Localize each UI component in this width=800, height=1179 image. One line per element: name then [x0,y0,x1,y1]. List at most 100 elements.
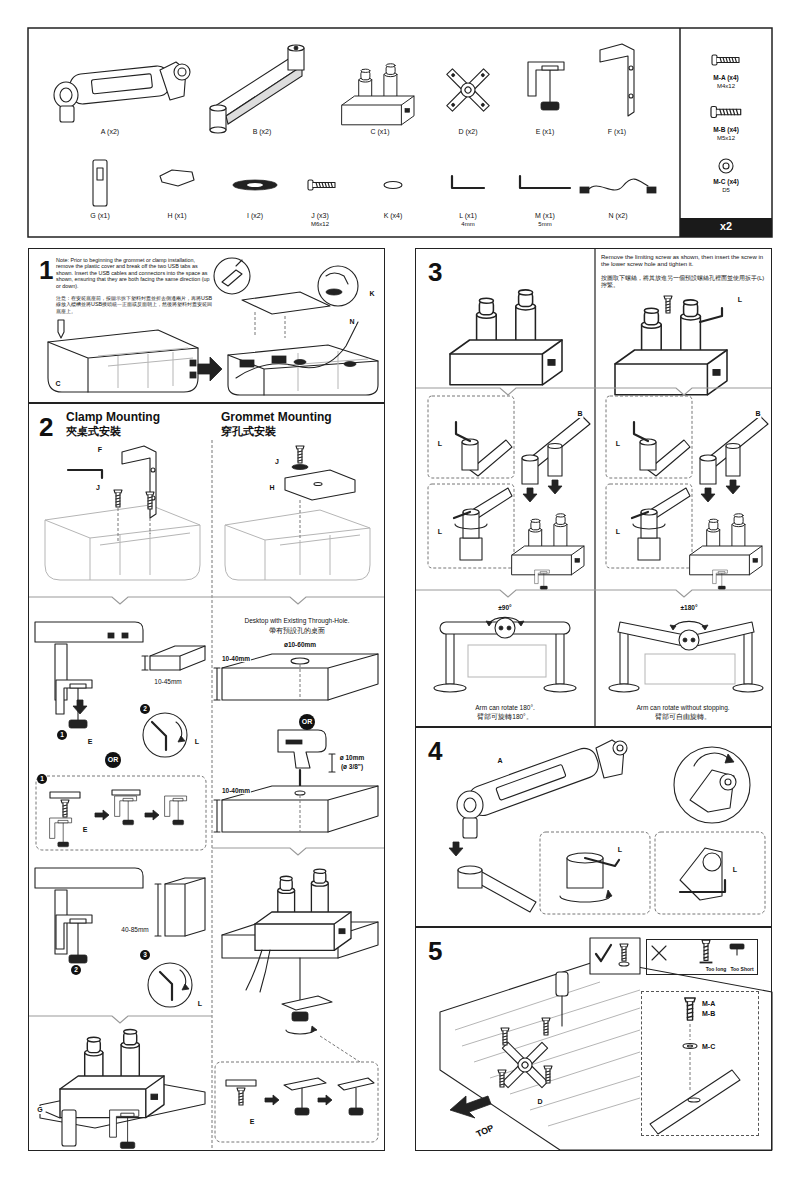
step2-clamp-top [45,446,200,580]
step2-grommet-top [225,510,370,580]
step4-figure [464,798,476,812]
box-text: Clamp Mounting [66,410,160,424]
step2-grommet-middle [214,668,220,700]
step3-figure [744,628,752,684]
step3-figure [606,396,768,589]
step1-figure [228,355,378,395]
part-d-plate [464,86,472,94]
box-text: 按圖取下螺絲，將其放進另一個預設螺絲孔裡面並使用扳手(L)擰緊。 [601,275,769,289]
step3-figure [615,300,727,395]
step5-figure [619,962,629,966]
washer-mc [719,159,733,173]
part-label: B [576,410,583,418]
step1-figure [48,342,198,392]
part-f-bracket [600,44,634,116]
step3-figure [468,645,546,677]
step2-clamp-lower [56,915,92,963]
step2-grommet-top [225,510,370,580]
part-label: 4mm [460,221,475,228]
step1-figure [48,330,198,392]
part-label: L [197,1000,203,1008]
step2-clamp-middle [112,790,140,795]
step2-grommet-bottom [355,1088,356,1108]
step4-figure [613,741,627,755]
part-label: C [54,380,61,388]
step1-figure [236,260,242,266]
step2-grommet-middle [299,770,301,786]
callout-number: 2 [140,704,150,714]
callout-number: 1 [37,774,47,784]
part-g-cover [97,168,103,180]
step3-figure [733,684,763,692]
callout-number: 3 [140,950,150,960]
step1-figure [242,292,330,314]
part-label: 40-85mm [120,926,149,933]
part-label: Desktop with Existing Through-Hole. [243,617,350,624]
step2-clamp-middle [165,796,187,825]
step5-figure [690,1024,691,1092]
step4-figure [458,866,482,874]
box-text: 穿孔式安裝 [221,425,276,438]
step5-figure [515,1055,535,1075]
step5-figure [685,998,695,1020]
step2-clamp-middle [150,646,205,670]
step5-figure [688,1045,693,1047]
step3-figure [556,628,564,684]
step2-clamp-middle [73,700,87,714]
step3-figure [679,630,699,650]
step2-clamp-top [146,492,154,509]
part-label: J (x3) [310,212,330,220]
step2-clamp-middle [50,818,72,847]
part-label: L [737,296,743,304]
part-j-screw [308,180,335,190]
part-label: I (x2) [246,212,264,220]
part-label: 臂部可旋轉180°。 [476,713,533,720]
screw-ma [712,55,739,65]
step2-clamp-lower [165,878,205,936]
step2-grommet-bottom [320,1036,360,1062]
step3-figure [683,638,687,642]
step2-grommet-middle [295,791,305,795]
part-a-arm [174,64,190,80]
step1-figure [326,289,342,295]
part-label: L [615,528,621,536]
step5-figure [450,1096,491,1118]
step5-figure [521,1061,529,1069]
step2-clamp-lower [160,972,172,1000]
box-text: 夾桌式安裝 [66,425,121,438]
step4-figure [540,832,650,914]
step1-figure [222,270,242,286]
step2-clamp-top [114,490,122,507]
step5-figure [702,940,710,960]
part-b-arm [288,45,304,51]
step3-figure [499,626,503,630]
part-label: H [268,484,275,492]
part-label: Arm can rotate 180°. [474,704,536,711]
part-label: B (x2) [252,128,273,136]
box-text: Too long [701,966,731,972]
callout-number: 2 [71,965,81,975]
step4-figure [725,754,734,763]
step2-grommet-top [296,446,304,463]
step1-figure [198,357,222,381]
hardware-inset: M-AM-BM-C [641,991,759,1136]
box-text: x2 [680,220,772,233]
part-label: 帶有預設孔的桌面 [268,627,326,634]
step2-clamp-lower [35,868,143,888]
part-a-arm [54,82,78,108]
step4-figure [703,853,721,871]
step2-clamp-lower [165,878,205,936]
part-d-plate [431,53,505,127]
step-number: 2 [39,412,53,443]
step3-figure [645,654,735,684]
step2-grommet-bottom [318,1095,332,1105]
step2-grommet-bottom [265,1095,279,1105]
step2-grommet-bottom [255,869,351,950]
box-text: M-B [702,1010,715,1018]
step3-figure [507,626,511,630]
step-number: 1 [39,255,53,286]
step1-figure [240,360,254,367]
step2-clamp-top [45,505,200,580]
